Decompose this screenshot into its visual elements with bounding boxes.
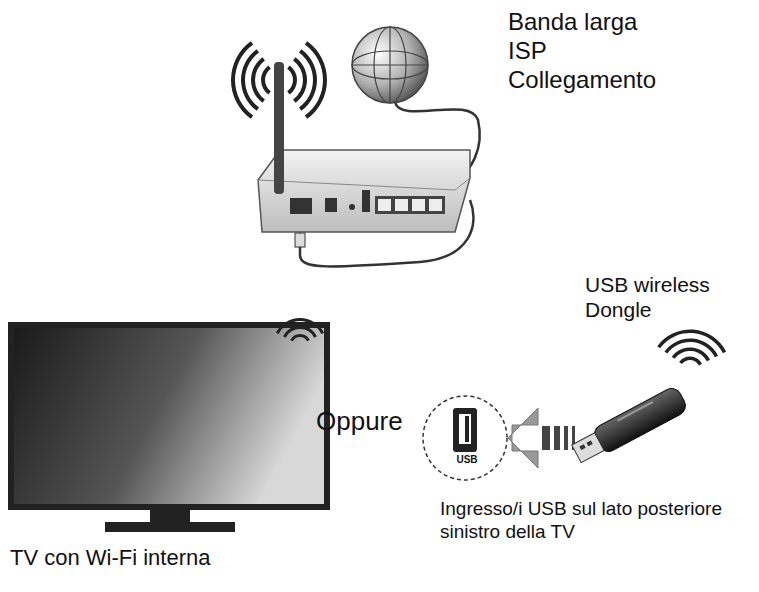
or-label: Oppure	[316, 406, 426, 437]
usb-port-callout	[423, 396, 507, 480]
router-edge	[258, 178, 470, 190]
wave-arc	[305, 41, 327, 119]
wave-arc	[665, 338, 719, 357]
cable-plug	[295, 233, 305, 247]
usb-port-tongue	[465, 416, 469, 442]
wave-arc	[657, 329, 726, 353]
usb-port-slot	[459, 414, 471, 444]
router-port	[290, 198, 312, 214]
dongle-label: USB wireless Dongle	[585, 272, 735, 322]
wave-arc	[241, 49, 259, 110]
tv-frame	[8, 322, 330, 510]
router-button	[349, 204, 355, 210]
router-body	[258, 150, 470, 232]
usb-dongle	[570, 385, 689, 466]
wave-arc	[679, 356, 702, 365]
wave-arc	[290, 334, 310, 341]
usb-port-label: USB	[447, 454, 487, 466]
globe-grid	[352, 27, 428, 103]
router-power-port	[325, 198, 337, 212]
insert-arrow	[508, 408, 538, 468]
wave-arc	[251, 57, 265, 102]
tv-stand-neck	[150, 510, 190, 524]
tv-stand-base	[105, 522, 235, 532]
internet-globe	[352, 27, 428, 103]
tv-wifi-symbol	[276, 318, 324, 341]
arrow-tail	[542, 426, 575, 450]
wave-arc	[293, 57, 307, 102]
router-lan-ports	[375, 196, 445, 214]
usb-port	[453, 408, 477, 452]
wave-arc	[231, 41, 253, 119]
router-switch	[362, 190, 370, 212]
router-antenna	[274, 62, 284, 194]
wave-arc	[672, 347, 710, 361]
dongle-wifi-waves	[657, 329, 726, 365]
tv-label: TV con Wi-Fi interna	[10, 545, 330, 571]
wave-arc	[287, 65, 297, 94]
usb-input-label: Ingresso/i USB sul lato posteriore sinis…	[440, 498, 740, 544]
isp-label: Banda larga ISP Collegamento	[508, 8, 658, 94]
tv-screen	[14, 328, 324, 504]
antenna-waves	[231, 41, 327, 119]
wave-arc	[299, 49, 317, 110]
wave-arc	[283, 326, 317, 338]
wave-arc	[261, 65, 271, 94]
wave-arc	[276, 318, 324, 334]
router-lan-slots	[378, 199, 442, 211]
